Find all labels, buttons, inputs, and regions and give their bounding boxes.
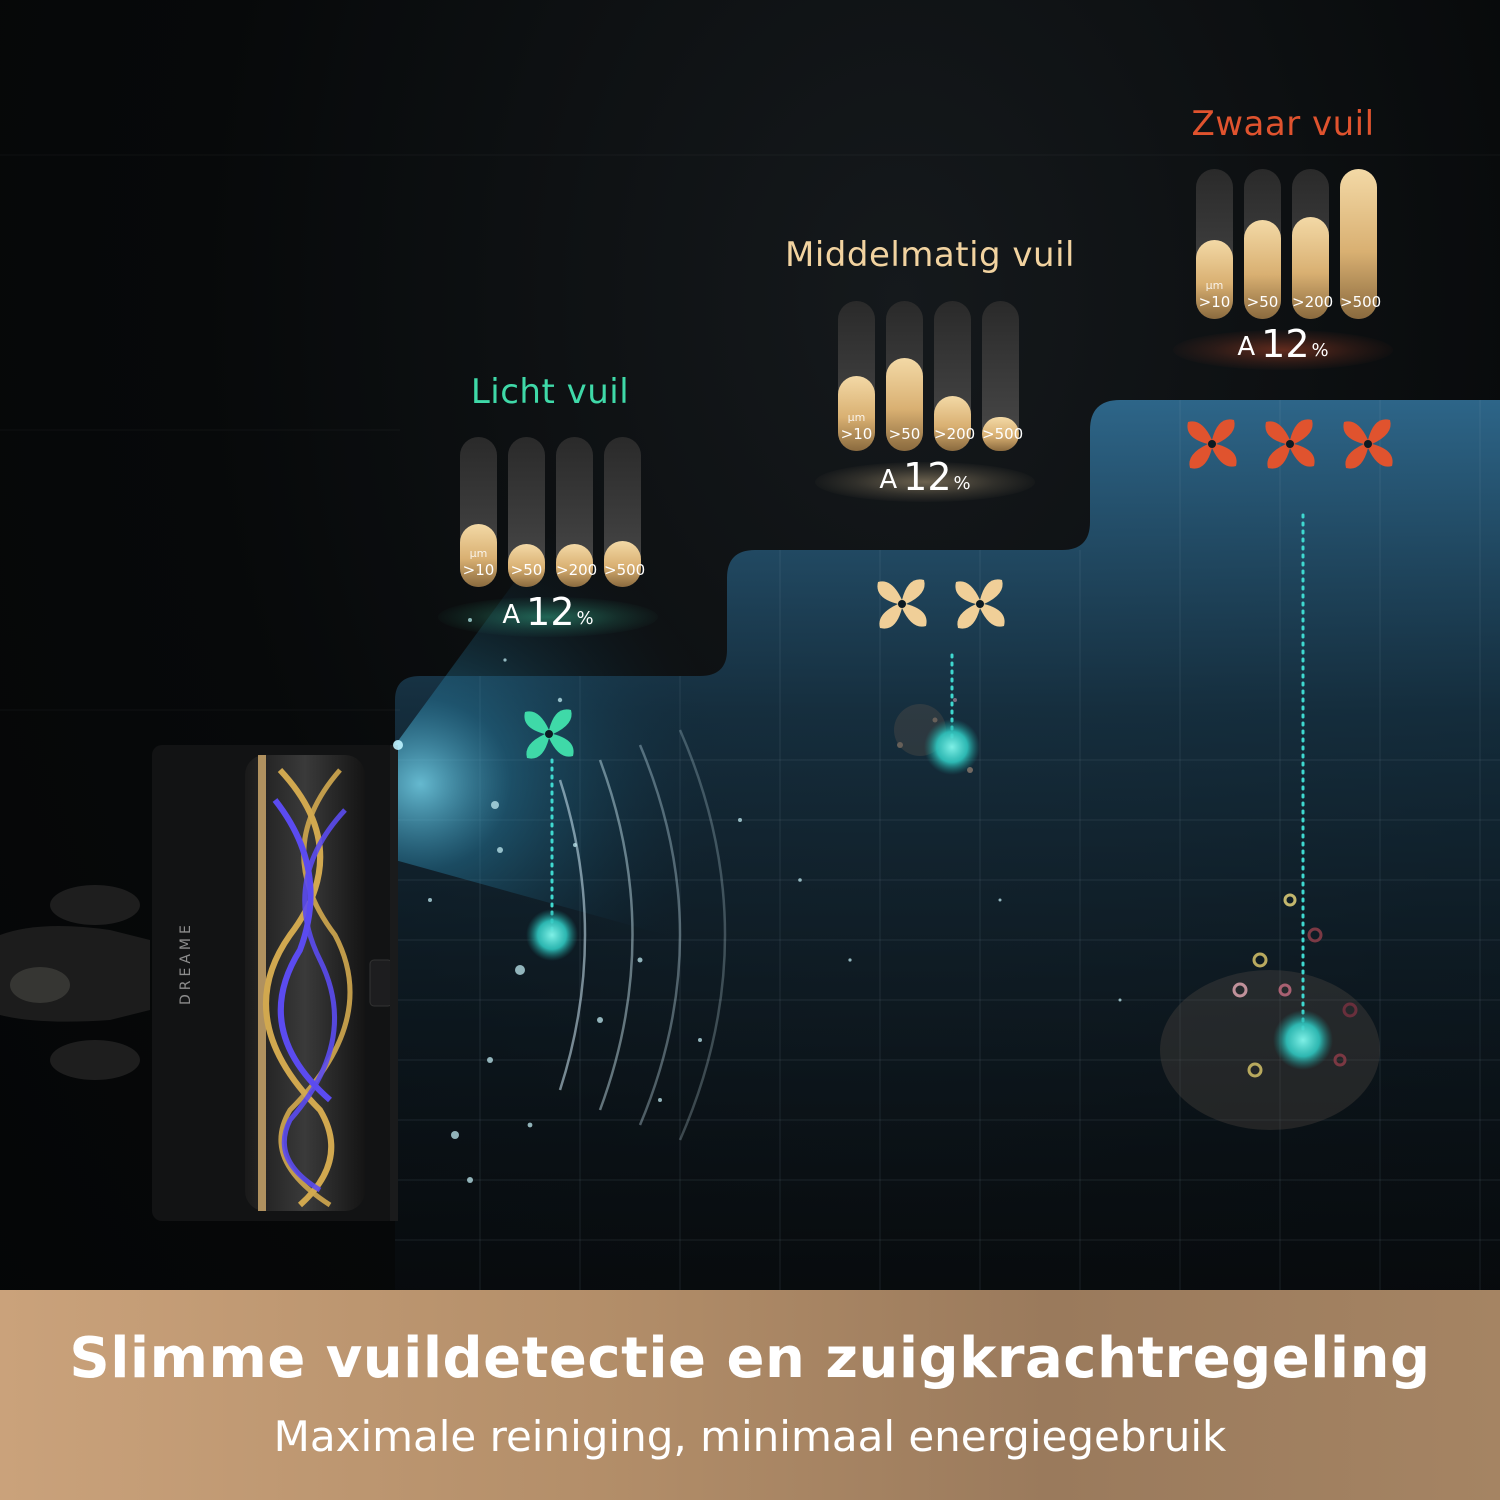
percent-glow-heavy	[1173, 330, 1393, 370]
light-beam	[395, 520, 900, 1000]
fan-icon	[1187, 419, 1237, 469]
brand-logo: DREAME	[178, 921, 194, 1005]
size-threshold: >200	[1292, 293, 1334, 311]
size-bar: >500	[982, 301, 1023, 451]
size-bar-fill	[604, 540, 641, 587]
size-bar-fill	[556, 543, 593, 587]
size-unit-label: μm	[469, 547, 488, 560]
fan-icon	[877, 579, 927, 629]
level-title-light: Licht vuil	[470, 372, 630, 412]
triangle-icon: A	[1237, 332, 1256, 362]
size-bar: >200	[1292, 169, 1333, 319]
suction-fans-heavy	[1178, 410, 1402, 478]
percent-value: 12	[903, 455, 952, 499]
stepped-floor	[395, 400, 1500, 1290]
size-threshold: >500	[1340, 293, 1382, 311]
size-bar: >500	[1340, 169, 1381, 319]
size-bar-fill	[1292, 217, 1329, 319]
particle-size-bars-medium: μm>10 >50 >200 >500	[838, 301, 1023, 451]
percent-sign: %	[953, 473, 971, 494]
size-threshold: >10	[840, 425, 873, 443]
size-bar-label: >200	[556, 562, 597, 579]
size-bar: >500	[604, 437, 645, 587]
size-threshold: >500	[604, 561, 646, 579]
triangle-icon: A	[879, 465, 898, 495]
size-bar: >50	[508, 437, 545, 587]
fan-icon	[524, 709, 574, 759]
percent-sign: %	[1311, 340, 1329, 361]
fan-icon	[955, 579, 1005, 629]
vacuum-brush-head	[0, 740, 403, 1221]
size-bar-label: >200	[934, 426, 975, 443]
fan-icon	[1265, 419, 1315, 469]
size-threshold: >10	[462, 561, 495, 579]
size-bar-label: >500	[604, 562, 645, 579]
size-threshold: >200	[934, 425, 976, 443]
triangle-icon: A	[502, 600, 521, 630]
percent-value: 12	[1261, 322, 1310, 366]
sensor-dot-medium	[924, 719, 980, 775]
size-bar-fill	[460, 524, 497, 587]
size-bar-fill	[508, 543, 545, 587]
size-bar-fill	[934, 395, 971, 451]
size-threshold: >200	[556, 561, 598, 579]
size-bar-label: μm>10	[838, 409, 875, 443]
size-bar-fill	[982, 416, 1019, 451]
headline: Slimme vuildetectie en zuigkrachtregelin…	[69, 1326, 1431, 1391]
size-bar-fill	[1340, 169, 1377, 319]
percent-glow-medium	[815, 462, 1035, 502]
size-threshold: >500	[982, 425, 1024, 443]
size-bar-label: μm>10	[460, 545, 497, 579]
percent-value: 12	[526, 590, 575, 634]
suction-fans-medium	[868, 570, 1014, 638]
sensor-dot-light	[526, 909, 578, 961]
sensor-dot-heavy	[1273, 1010, 1333, 1070]
size-threshold: >50	[1246, 293, 1279, 311]
size-unit-label: μm	[847, 411, 866, 424]
size-bar-label: μm>10	[1196, 277, 1233, 311]
size-bar-fill	[838, 376, 875, 451]
size-bar-fill	[1196, 239, 1233, 319]
fan-icon	[1343, 419, 1393, 469]
suction-fans-light	[515, 700, 583, 768]
size-bar-fill	[886, 358, 923, 451]
particle-size-bars-light: μm>10 >50 >200 >500	[460, 437, 645, 587]
footer-banner: Slimme vuildetectie en zuigkrachtregelin…	[0, 1290, 1500, 1500]
size-bar: μm>10	[460, 437, 497, 587]
particle-size-bars-heavy: μm>10 >50 >200 >500	[1196, 169, 1381, 319]
size-threshold: >50	[888, 425, 921, 443]
size-threshold: >10	[1198, 293, 1231, 311]
size-bar: >200	[934, 301, 975, 451]
size-bar-label: >50	[886, 426, 923, 443]
level-title-medium: Middelmatig vuil	[785, 235, 1075, 275]
size-threshold: >50	[510, 561, 543, 579]
size-bar-label: >50	[1244, 294, 1281, 311]
size-bar: >50	[886, 301, 923, 451]
size-bar-label: >50	[508, 562, 545, 579]
size-bar-label: >200	[1292, 294, 1333, 311]
debris-heavy	[1160, 893, 1380, 1130]
size-bar: μm>10	[1196, 169, 1233, 319]
particles	[428, 618, 1122, 1183]
size-bar: >50	[1244, 169, 1281, 319]
floor-illustration	[0, 400, 1500, 1290]
level-title-heavy: Zwaar vuil	[1191, 104, 1375, 144]
size-bar: μm>10	[838, 301, 875, 451]
size-bar: >200	[556, 437, 597, 587]
percent-sign: %	[576, 608, 594, 629]
size-unit-label: μm	[1205, 279, 1224, 292]
subline: Maximale reiniging, minimaal energiegebr…	[273, 1412, 1227, 1461]
suction-waves	[558, 729, 727, 1141]
size-bar-label: >500	[1340, 294, 1381, 311]
percent-glow-light	[438, 597, 658, 637]
size-bar-label: >500	[982, 426, 1023, 443]
size-bar-fill	[1244, 220, 1281, 319]
